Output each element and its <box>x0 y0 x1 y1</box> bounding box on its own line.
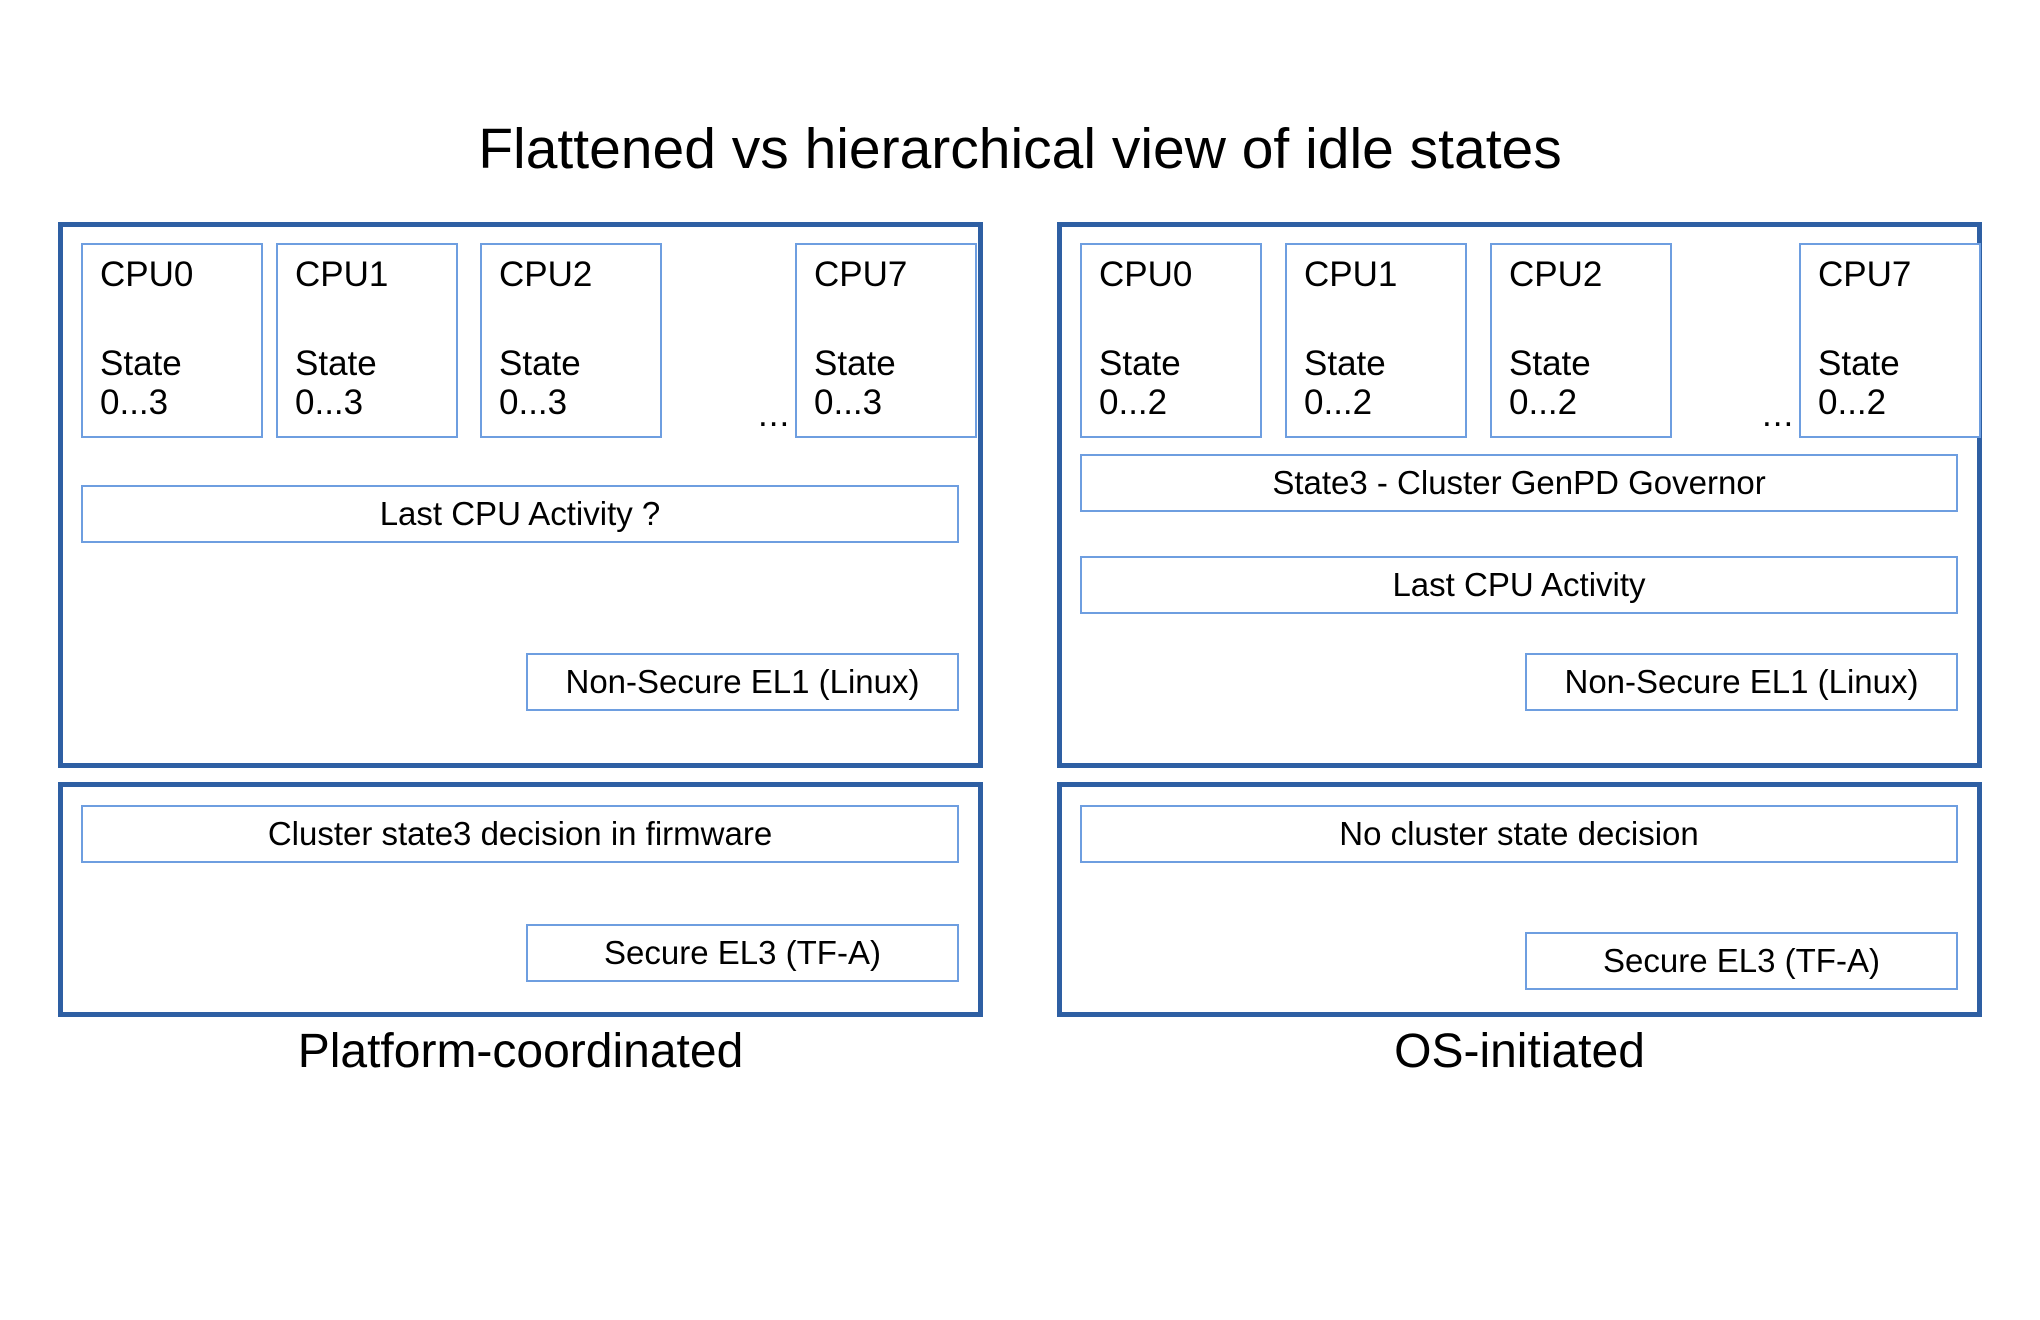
page-title: Flattened vs hierarchical view of idle s… <box>478 117 1562 181</box>
cpu-state: State 0...3 <box>499 344 660 422</box>
left-cpu-tile-2: CPU2 State 0...3 <box>480 243 662 438</box>
left-cluster-decision-bar: Cluster state3 decision in firmware <box>81 805 959 863</box>
cpu-name: CPU7 <box>1818 255 1912 294</box>
cpu-state-label: State <box>814 344 896 383</box>
right-cpu-tile-1: CPU1 State 0...2 <box>1285 243 1467 438</box>
cpu-state: State 0...2 <box>1509 344 1670 422</box>
left-exception-level-el1: Non-Secure EL1 (Linux) <box>526 653 959 711</box>
cpu-state-range: 0...3 <box>814 383 883 423</box>
left-last-cpu-activity-bar: Last CPU Activity ? <box>81 485 959 543</box>
cpu-state: State 0...2 <box>1304 344 1465 422</box>
cpu-name: CPU2 <box>499 255 593 294</box>
cpu-state-range: 0...3 <box>100 383 169 423</box>
cpu-state-range: 0...2 <box>1304 383 1373 423</box>
cpu-state-label: State <box>100 344 182 383</box>
cpu-name: CPU0 <box>1099 255 1193 294</box>
right-last-cpu-activity-bar: Last CPU Activity <box>1080 556 1958 614</box>
right-os-panel: CPU0 State 0...2 CPU1 State 0...2 CPU2 S… <box>1057 222 1982 768</box>
left-column-caption: Platform-coordinated <box>297 1025 744 1078</box>
cpu-state: State 0...3 <box>814 344 975 422</box>
cpu-state-range: 0...2 <box>1509 383 1578 423</box>
cpu-name: CPU0 <box>100 255 194 294</box>
cpu-name: CPU7 <box>814 255 908 294</box>
cpu-state-label: State <box>1818 344 1900 383</box>
right-firmware-panel: No cluster state decision Secure EL3 (TF… <box>1057 782 1982 1017</box>
left-exception-level-el3: Secure EL3 (TF-A) <box>526 924 959 982</box>
right-cpu-tile-0: CPU0 State 0...2 <box>1080 243 1262 438</box>
cpu-name: CPU2 <box>1509 255 1603 294</box>
cpu-state-label: State <box>1509 344 1591 383</box>
cpu-state-label: State <box>1304 344 1386 383</box>
right-column-caption: OS-initiated <box>1394 1025 1645 1078</box>
cpu-state: State 0...3 <box>100 344 261 422</box>
cpu-state-label: State <box>1099 344 1181 383</box>
right-cluster-genpd-governor-bar: State3 - Cluster GenPD Governor <box>1080 454 1958 512</box>
cpu-state-range: 0...2 <box>1099 383 1168 423</box>
left-cpu-ellipsis: ... <box>758 395 791 434</box>
cpu-name: CPU1 <box>295 255 389 294</box>
left-cpu-tile-1: CPU1 State 0...3 <box>276 243 458 438</box>
right-cpu-tile-2: CPU2 State 0...2 <box>1490 243 1672 438</box>
cpu-state: State 0...2 <box>1099 344 1260 422</box>
cpu-state-label: State <box>295 344 377 383</box>
left-os-panel: CPU0 State 0...3 CPU1 State 0...3 CPU2 S… <box>58 222 983 768</box>
cpu-state-label: State <box>499 344 581 383</box>
right-cpu-tile-7: CPU7 State 0...2 <box>1799 243 1981 438</box>
cpu-state: State 0...2 <box>1818 344 1979 422</box>
cpu-state-range: 0...3 <box>295 383 364 423</box>
left-cpu-tile-7: CPU7 State 0...3 <box>795 243 977 438</box>
right-no-cluster-decision-bar: No cluster state decision <box>1080 805 1958 863</box>
cpu-state-range: 0...2 <box>1818 383 1887 423</box>
right-exception-level-el3: Secure EL3 (TF-A) <box>1525 932 1958 990</box>
right-exception-level-el1: Non-Secure EL1 (Linux) <box>1525 653 1958 711</box>
cpu-name: CPU1 <box>1304 255 1398 294</box>
left-cpu-tile-0: CPU0 State 0...3 <box>81 243 263 438</box>
cpu-state: State 0...3 <box>295 344 456 422</box>
cpu-state-range: 0...3 <box>499 383 568 423</box>
right-cpu-ellipsis: ... <box>1762 395 1795 434</box>
left-firmware-panel: Cluster state3 decision in firmware Secu… <box>58 782 983 1017</box>
